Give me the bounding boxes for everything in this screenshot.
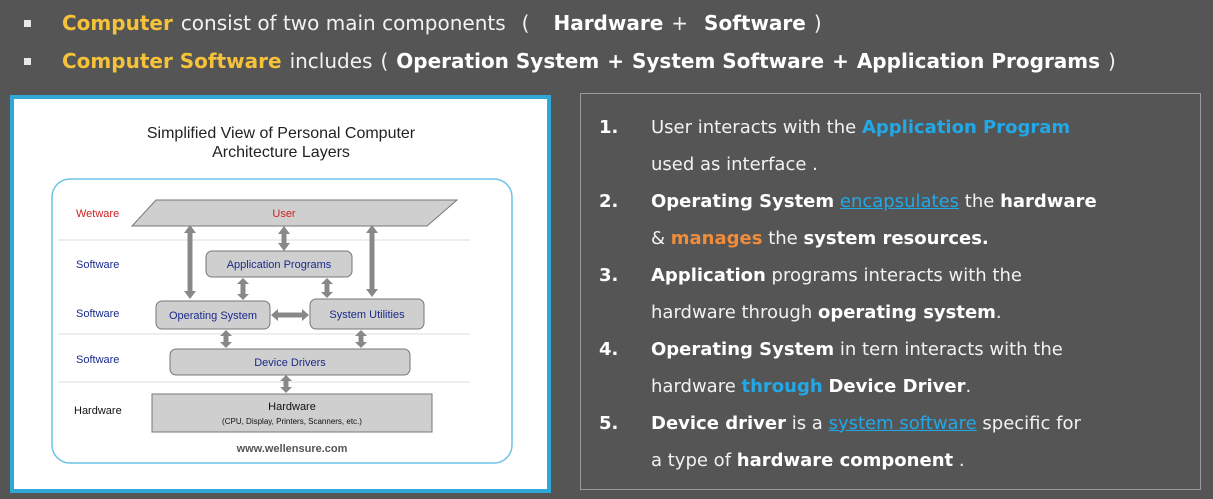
item-text-plain: . [958, 450, 965, 471]
item-number: 1. [599, 117, 619, 138]
architecture-diagram-svg: Simplified View of Personal Computer Arc… [51, 125, 513, 464]
close-paren: ) [1108, 49, 1116, 73]
box-system-utilities [309, 298, 425, 330]
term-system-resources: system resources. [803, 228, 989, 249]
term-computer-software: Computer Software [62, 49, 282, 73]
box-utilities-label: System Utilities [329, 309, 405, 321]
term-computer: Computer [62, 11, 173, 35]
item-text-plain: hardware through [651, 302, 813, 323]
item-number: 4. [599, 339, 619, 360]
item-text-plain: used as interface . [651, 154, 818, 175]
layer-label-software: Software [76, 308, 119, 320]
box-operating-system [155, 300, 271, 330]
item-text-plain: hardware [651, 376, 736, 397]
item-text: User interacts with the Application Prog… [651, 109, 1191, 183]
item-text-plain: in tern interacts with the [839, 339, 1063, 360]
box-os-label: Operating System [169, 310, 257, 322]
term-device-driver: Device Driver [828, 376, 966, 397]
item-number: 5. [599, 413, 619, 434]
plus-sign: + [607, 49, 624, 73]
item-text: Application programs interacts with the … [651, 257, 1191, 331]
term-application: Application [651, 265, 766, 286]
term-operating-system: Operating System [651, 191, 835, 212]
link-encapsulates[interactable]: encapsulates [839, 191, 960, 212]
open-paren: ( [521, 11, 530, 35]
box-application-label: Application Programs [227, 259, 332, 271]
bullet-marker [24, 19, 31, 27]
term-operating-system: operating system [817, 302, 996, 323]
term-hardware: Hardware [553, 11, 664, 35]
explanation-list: 1. User interacts with the Application P… [580, 93, 1201, 490]
term-application-programs: Application Programs [856, 49, 1101, 73]
box-drivers-label: Device Drivers [254, 357, 326, 369]
open-paren: ( [380, 49, 389, 73]
term-operation-system: Operation System [396, 49, 600, 73]
item-text: Operating System encapsulates the hardwa… [651, 183, 1191, 257]
item-number: 2. [599, 191, 619, 212]
term-hardware: hardware [1000, 191, 1097, 212]
diagram-arrowheads [184, 225, 378, 393]
term-application-program: Application Program [861, 117, 1071, 138]
item-text-plain: specific for [982, 413, 1081, 434]
item-text-plain: is a [791, 413, 823, 434]
layer-label-software: Software [76, 259, 119, 271]
diagram-title-line2: Architecture Layers [212, 144, 350, 161]
bullet-text: includes [289, 49, 373, 73]
item-text-plain: the [768, 228, 798, 249]
bullet-text: consist of two main components [180, 11, 506, 35]
architecture-diagram: Simplified View of Personal Computer Arc… [10, 95, 551, 493]
close-paren: ) [813, 11, 822, 35]
diagram-watermark: www.wellensure.com [236, 443, 348, 455]
link-system-software[interactable]: system software [828, 413, 977, 434]
item-text-plain: the [964, 191, 995, 212]
item-text-plain: . [995, 302, 1002, 323]
box-hardware-label: Hardware [268, 401, 316, 413]
bullet-software-includes: Computer Software includes ( Operation S… [24, 42, 1204, 80]
box-user-label: User [272, 208, 296, 220]
item-text-plain: . [965, 376, 972, 397]
box-application-programs [205, 250, 353, 278]
layer-label-hardware: Hardware [74, 405, 122, 417]
term-operating-system: Operating System [651, 339, 835, 360]
term-through: through [741, 376, 823, 397]
bullet-marker [24, 57, 31, 65]
layer-label-wetware: Wetware [76, 208, 119, 220]
item-text: Operating System in tern interacts with … [651, 331, 1191, 405]
item-text-plain: User interacts with the [651, 117, 857, 138]
box-hardware [151, 393, 433, 433]
term-system-software: System Software [631, 49, 825, 73]
diagram-inner-frame [51, 178, 513, 464]
diagram-title-line1: Simplified View of Personal Computer [147, 125, 416, 142]
plus-sign: + [671, 11, 689, 35]
term-manages: manages [670, 228, 763, 249]
item-text-plain: & [651, 228, 666, 249]
box-device-drivers [169, 348, 411, 376]
item-text-plain: programs interacts with the [771, 265, 1022, 286]
layer-label-software: Software [76, 354, 119, 366]
bullet-list: Computer consist of two main components … [24, 4, 1204, 80]
item-number: 3. [599, 265, 619, 286]
item-text: Device driver is a system software speci… [651, 405, 1191, 479]
term-hardware-component: hardware component [736, 450, 954, 471]
box-hardware-sub: (CPU, Display, Printers, Scanners, etc.) [222, 417, 362, 426]
user-plane [130, 199, 459, 227]
term-software: Software [704, 11, 806, 35]
term-device-driver: Device driver [651, 413, 786, 434]
plus-sign: + [832, 49, 849, 73]
item-text-plain: a type of [651, 450, 732, 471]
bullet-computer-components: Computer consist of two main components … [24, 4, 1204, 42]
